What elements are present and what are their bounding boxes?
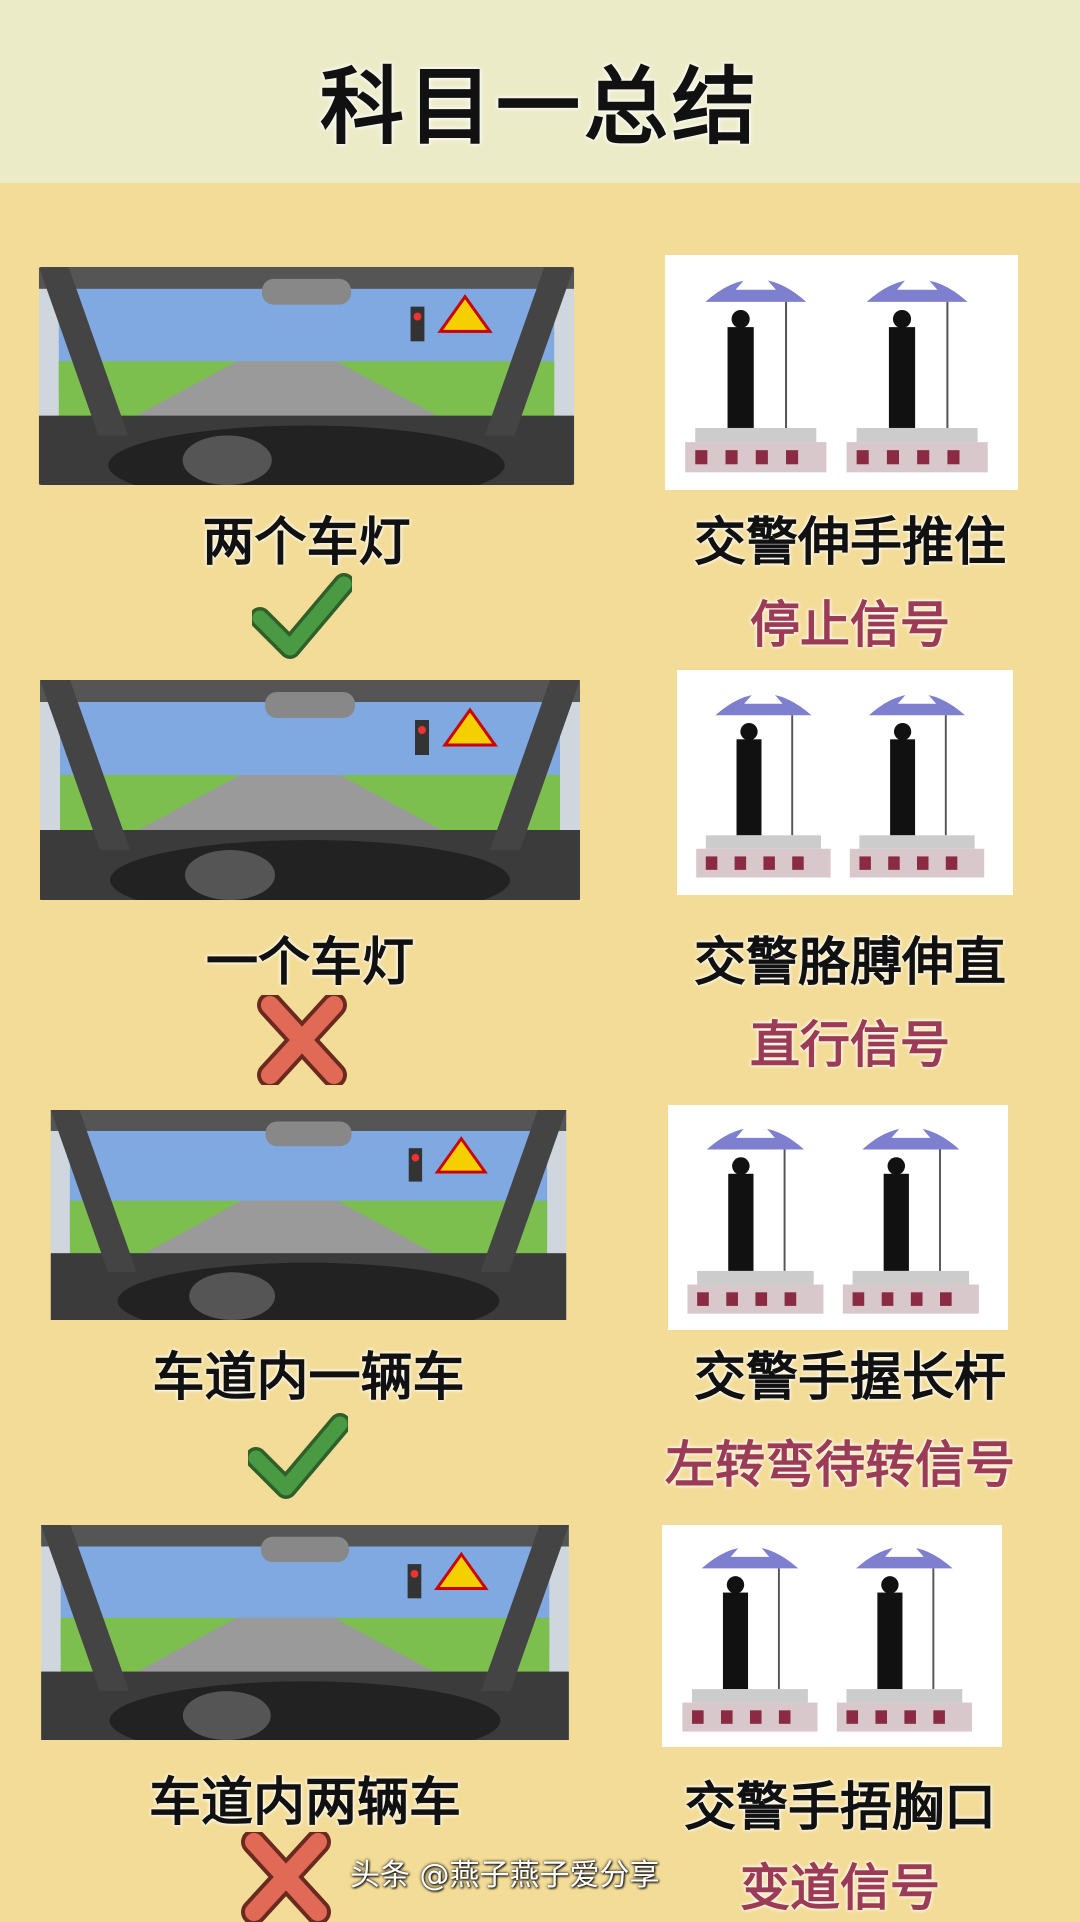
title-banner: 科目一总结 (0, 0, 1080, 183)
situation-label: 一个车灯 (205, 933, 414, 993)
windshield-two-lights-image (36, 267, 577, 485)
situation-label: 两个车灯 (202, 513, 411, 573)
cross-icon (252, 995, 352, 1085)
police-stop-signal-image (665, 255, 1018, 490)
check-icon (248, 1410, 348, 1500)
page-title: 科目一总结 (319, 58, 760, 156)
gesture-label: 交警伸手推住 (693, 513, 1006, 573)
signal-label: 停止信号 (750, 596, 950, 654)
cross-icon (236, 1832, 336, 1922)
police-left-turn-wait-image (668, 1105, 1008, 1330)
police-lane-change-image (662, 1525, 1002, 1747)
watermark: 头条 @燕子燕子爱分享 (350, 1858, 660, 1893)
gesture-label: 交警胳膊伸直 (693, 933, 1006, 993)
windshield-one-car-image (36, 1110, 581, 1320)
signal-label: 左转弯待转信号 (665, 1436, 1015, 1494)
police-straight-signal-image (677, 670, 1013, 895)
check-icon (252, 570, 352, 660)
signal-label: 变道信号 (740, 1859, 940, 1917)
gesture-label: 交警手捂胸口 (683, 1778, 996, 1838)
situation-label: 车道内两辆车 (148, 1773, 461, 1833)
signal-label: 直行信号 (750, 1016, 950, 1074)
windshield-one-light-image (36, 680, 584, 900)
road-two-cars-image (32, 1525, 578, 1740)
gesture-label: 交警手握长杆 (693, 1348, 1006, 1408)
situation-label: 车道内一辆车 (152, 1348, 465, 1408)
